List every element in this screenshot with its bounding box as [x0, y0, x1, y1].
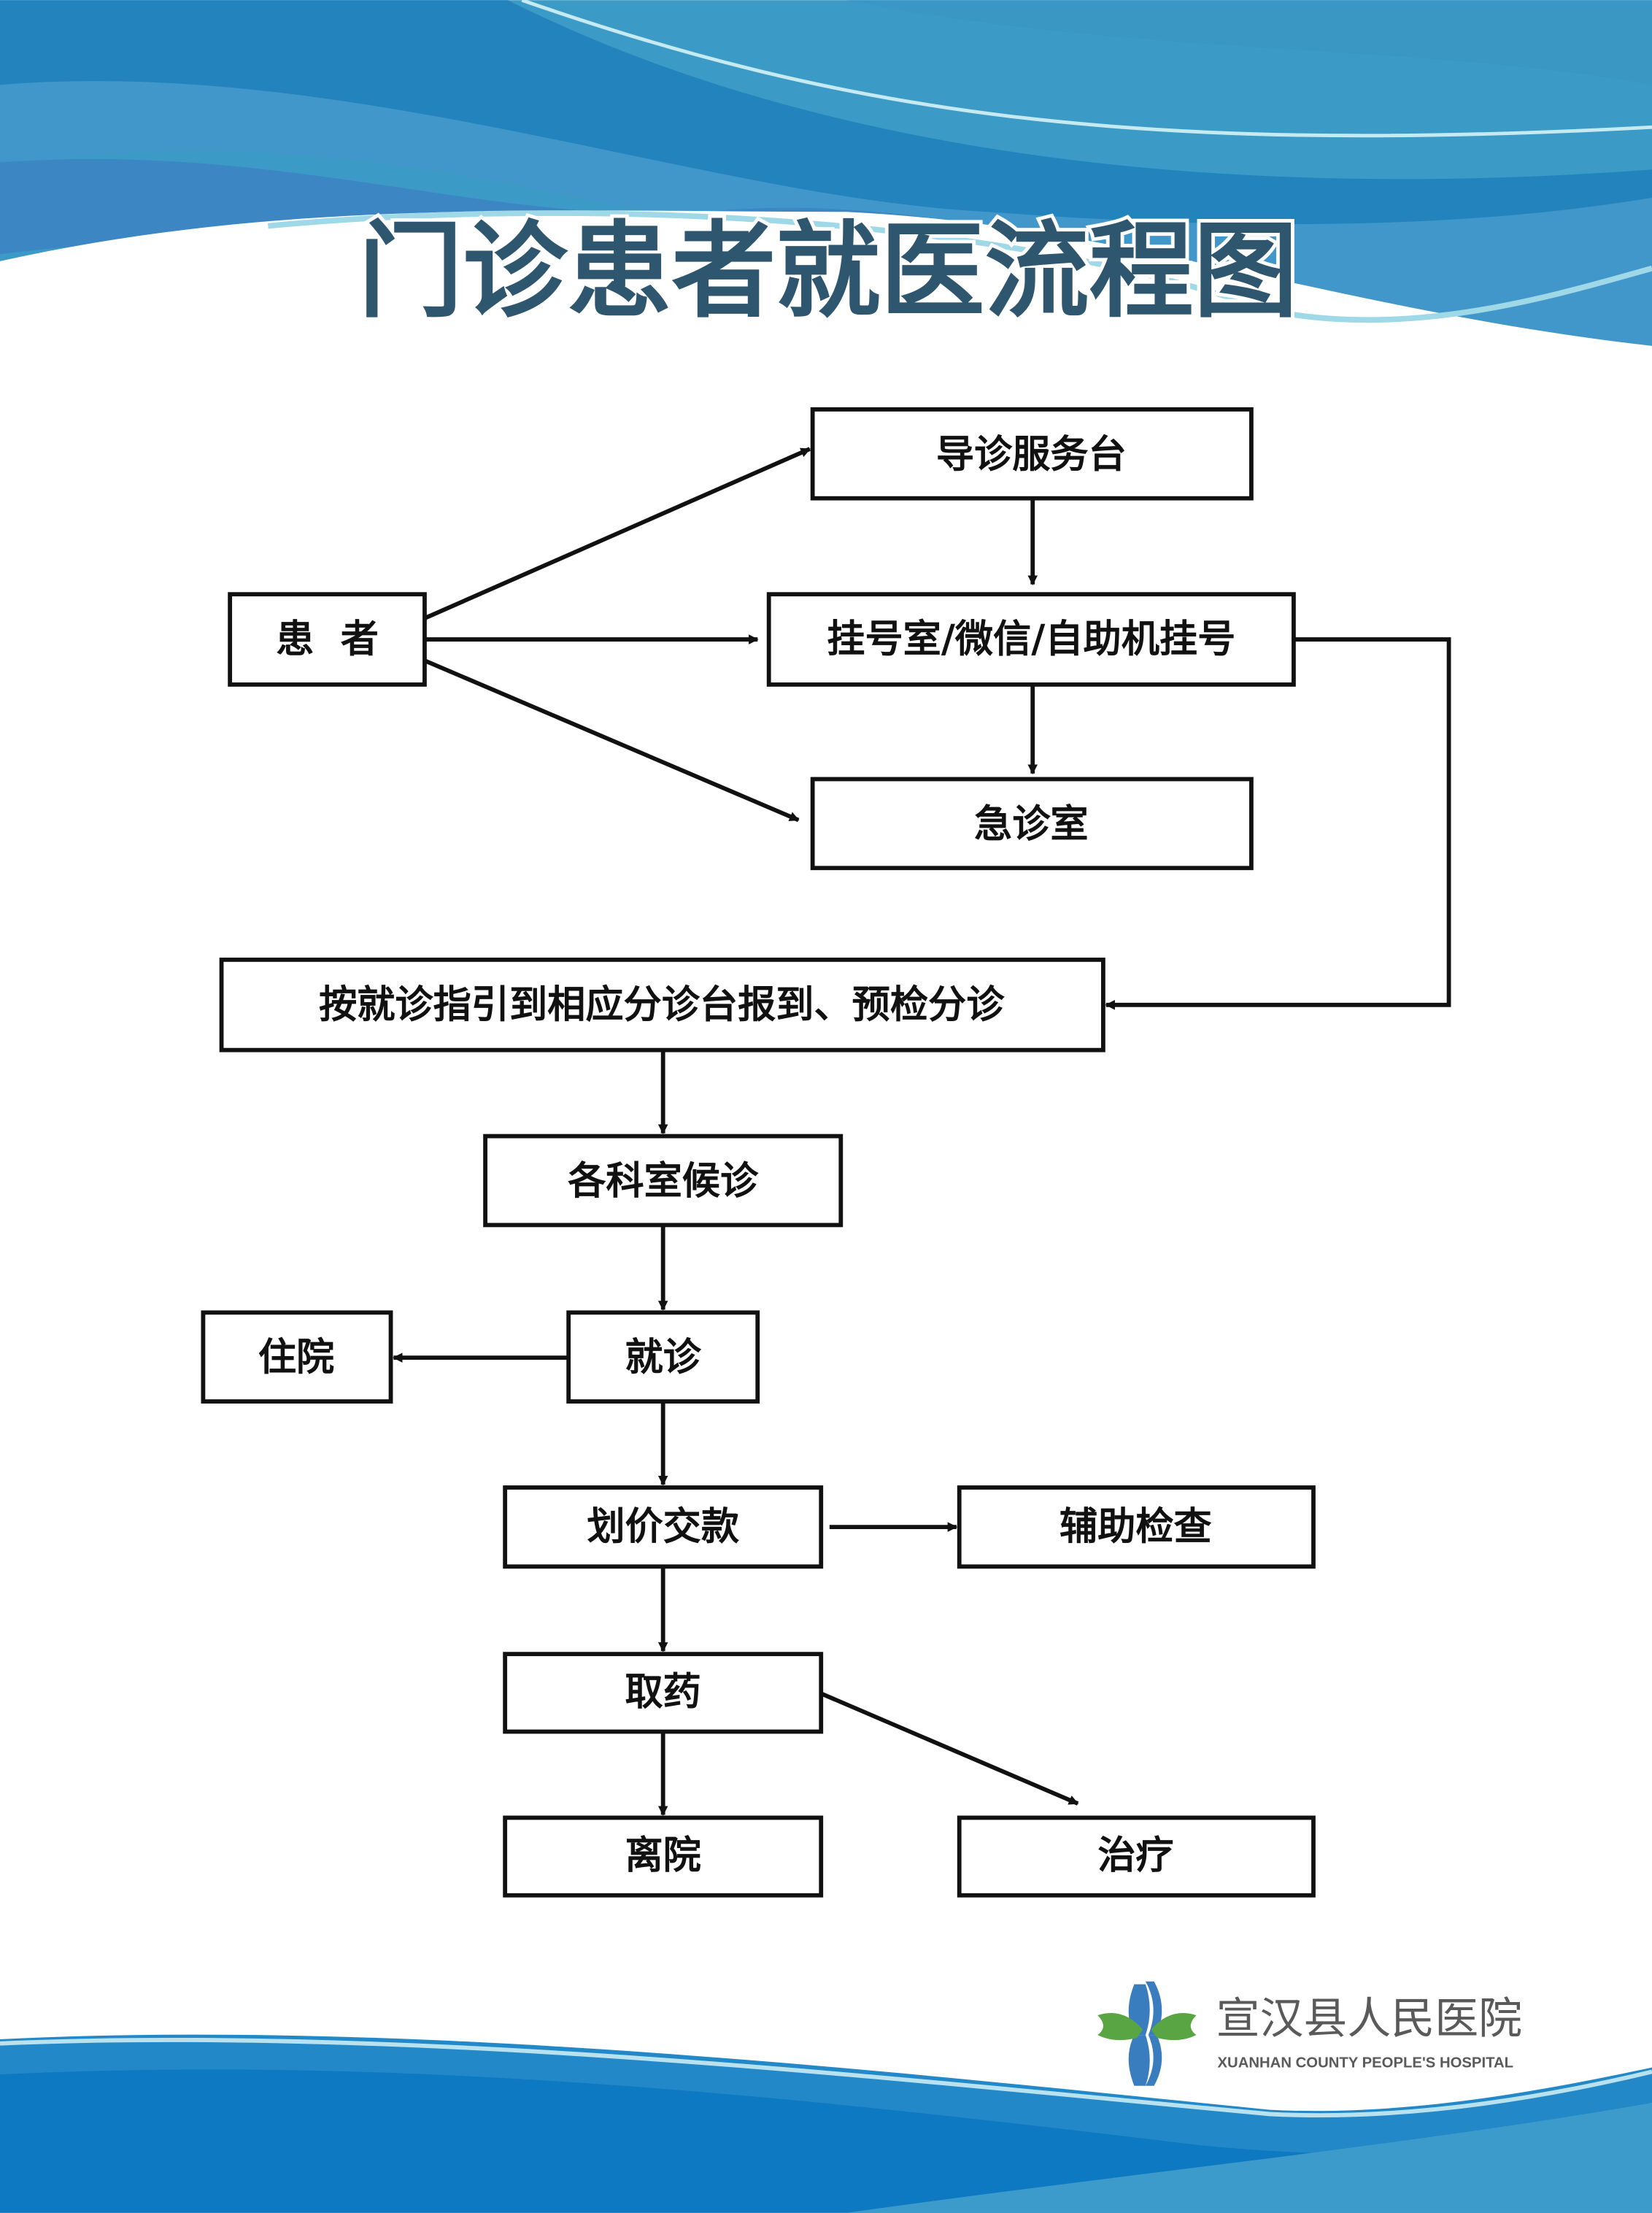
node-label: 取药: [625, 1670, 701, 1714]
node-label: 急诊室: [974, 802, 1089, 846]
node-label: 住院: [258, 1336, 334, 1379]
arrow-registration-to-triage: [1105, 637, 1451, 1010]
node-guide-desk: 导诊服务台: [810, 407, 1254, 501]
node-label: 各科室候诊: [568, 1159, 759, 1203]
node-waiting: 各科室候诊: [483, 1134, 844, 1228]
node-label: 按就诊指引到相应分诊台报到、预检分诊: [319, 983, 1005, 1027]
node-consult: 就诊: [566, 1310, 760, 1404]
flow-arrows: [393, 447, 1451, 1816]
arrow-patient-to-emergency: [423, 658, 800, 823]
node-payment: 划价交款: [503, 1485, 824, 1569]
node-label: 辅助检查: [1059, 1505, 1212, 1549]
node-label: 患 者: [276, 617, 379, 661]
node-patient: 患 者: [228, 592, 427, 687]
node-treatment: 治疗: [957, 1815, 1316, 1898]
node-auxiliary-exam: 辅助检查: [957, 1485, 1316, 1569]
node-registration: 挂号室/微信/自助机挂号: [766, 592, 1296, 687]
node-label: 离院: [625, 1834, 701, 1878]
arrow-patient-to-guide: [423, 447, 811, 620]
page-title: 门诊患者就医流程图: [358, 210, 1298, 332]
node-pharmacy: 取药: [503, 1652, 824, 1734]
arrow-pharmacy-to-treatment: [820, 1691, 1079, 1806]
node-label: 就诊: [625, 1336, 702, 1379]
node-discharge: 离院: [503, 1815, 824, 1898]
logo-name-en: XUANHAN COUNTY PEOPLE'S HOSPITAL: [1218, 2055, 1514, 2071]
node-inpatient: 住院: [201, 1310, 393, 1404]
node-label: 划价交款: [587, 1505, 740, 1549]
node-emergency: 急诊室: [810, 777, 1254, 871]
node-label: 挂号室/微信/自助机挂号: [827, 617, 1235, 661]
node-triage: 按就诊指引到相应分诊台报到、预检分诊: [219, 958, 1105, 1052]
footer-wave-background: [0, 2034, 1652, 2213]
logo-cross-icon: [1097, 1981, 1197, 2086]
logo-name-cn: 宣汉县人民医院: [1216, 1993, 1522, 2044]
node-label: 治疗: [1097, 1834, 1173, 1878]
hospital-logo: 宣汉县人民医院 XUANHAN COUNTY PEOPLE'S HOSPITAL: [1097, 1981, 1522, 2086]
node-label: 导诊服务台: [936, 433, 1127, 477]
